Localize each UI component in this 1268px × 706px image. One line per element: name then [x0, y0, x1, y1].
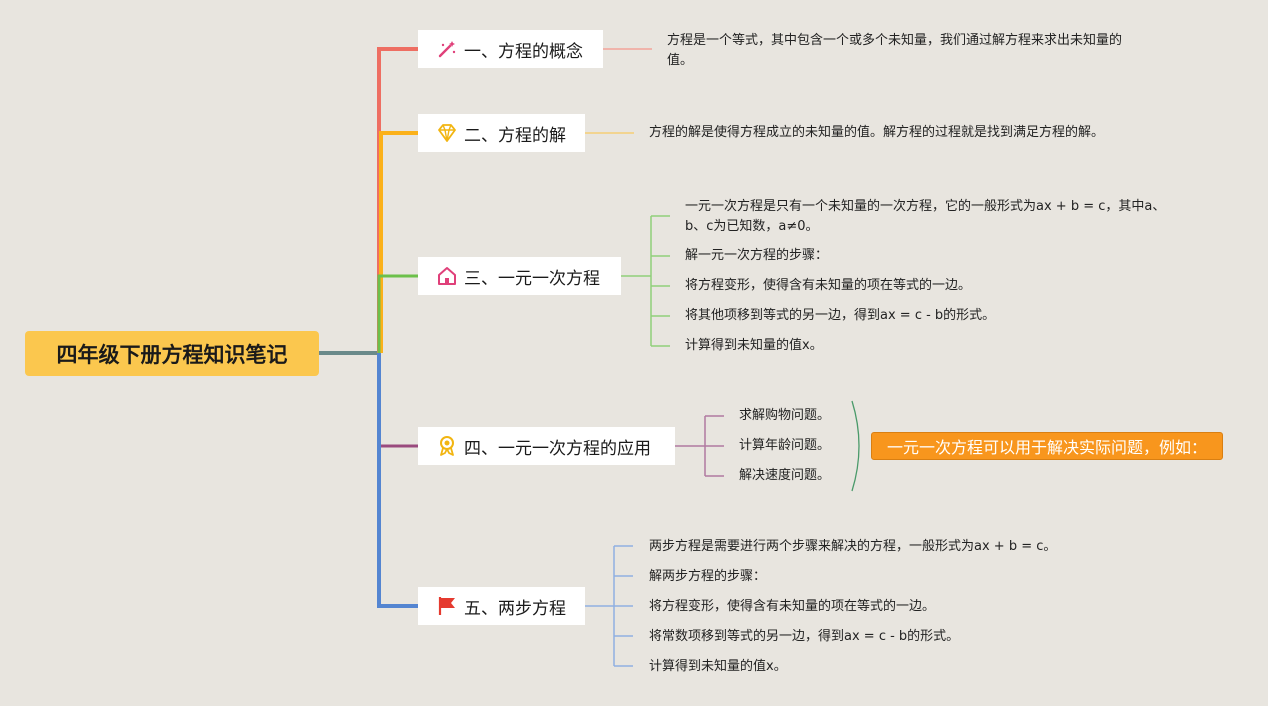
- topic-label: 三、一元一次方程: [464, 268, 600, 289]
- note-line: 将方程变形，使得含有未知量的项在等式的一边。: [649, 599, 936, 614]
- topic-label: 一、方程的概念: [464, 41, 583, 62]
- topic-application[interactable]: 四、一元一次方程的应用: [418, 427, 675, 465]
- home-icon: [436, 265, 458, 287]
- note-block: 方程是一个等式，其中包含一个或多个未知量，我们通过解方程来求出未知量的 值。: [667, 31, 1167, 71]
- note-block: 一元一次方程是只有一个未知量的一次方程，它的一般形式为ax + b = c，其中…: [685, 197, 1185, 237]
- topic-two-step-equation[interactable]: 五、两步方程: [418, 587, 585, 625]
- magic-wand-icon: [436, 38, 458, 60]
- summary-callout[interactable]: 一元一次方程可以用于解决实际问题，例如：: [871, 432, 1223, 460]
- topic-concept[interactable]: 一、方程的概念: [418, 30, 603, 68]
- note-line: 两步方程是需要进行两个步骤来解决的方程，一般形式为ax + b = c。: [649, 539, 1057, 554]
- note-line: 方程是一个等式，其中包含一个或多个未知量，我们通过解方程来求出未知量的: [667, 33, 1123, 48]
- note-line: 解一元一次方程的步骤：: [685, 248, 829, 263]
- note-line: 方程的解是使得方程成立的未知量的值。解方程的过程就是找到满足方程的解。: [649, 125, 1105, 140]
- topic-linear-equation[interactable]: 三、一元一次方程: [418, 257, 621, 295]
- root-topic[interactable]: 四年级下册方程知识笔记: [25, 331, 319, 376]
- topic-label: 四、一元一次方程的应用: [464, 438, 651, 459]
- note-line: 计算年龄问题。: [739, 438, 831, 453]
- note-line: 计算得到未知量的值x。: [685, 338, 823, 353]
- note-line: 将方程变形，使得含有未知量的项在等式的一边。: [685, 278, 972, 293]
- note-line: 将常数项移到等式的另一边，得到ax = c - b的形式。: [649, 629, 960, 644]
- flag-icon: [436, 595, 458, 617]
- topic-label: 五、两步方程: [464, 598, 566, 619]
- note-line: 求解购物问题。: [739, 408, 831, 423]
- award-icon: [436, 435, 458, 457]
- note-line: b、c为已知数，a≠0。: [685, 219, 819, 234]
- note-line: 解决速度问题。: [739, 468, 831, 483]
- note-block: 方程的解是使得方程成立的未知量的值。解方程的过程就是找到满足方程的解。: [649, 123, 1169, 143]
- note-line: 一元一次方程是只有一个未知量的一次方程，它的一般形式为ax + b = c，其中…: [685, 199, 1166, 214]
- topic-solution[interactable]: 二、方程的解: [418, 114, 585, 152]
- note-line: 计算得到未知量的值x。: [649, 659, 787, 674]
- diamond-icon: [436, 122, 458, 144]
- topic-label: 二、方程的解: [464, 125, 566, 146]
- note-line: 将其他项移到等式的另一边，得到ax = c - b的形式。: [685, 308, 996, 323]
- note-line: 值。: [667, 53, 694, 68]
- note-line: 解两步方程的步骤：: [649, 569, 767, 584]
